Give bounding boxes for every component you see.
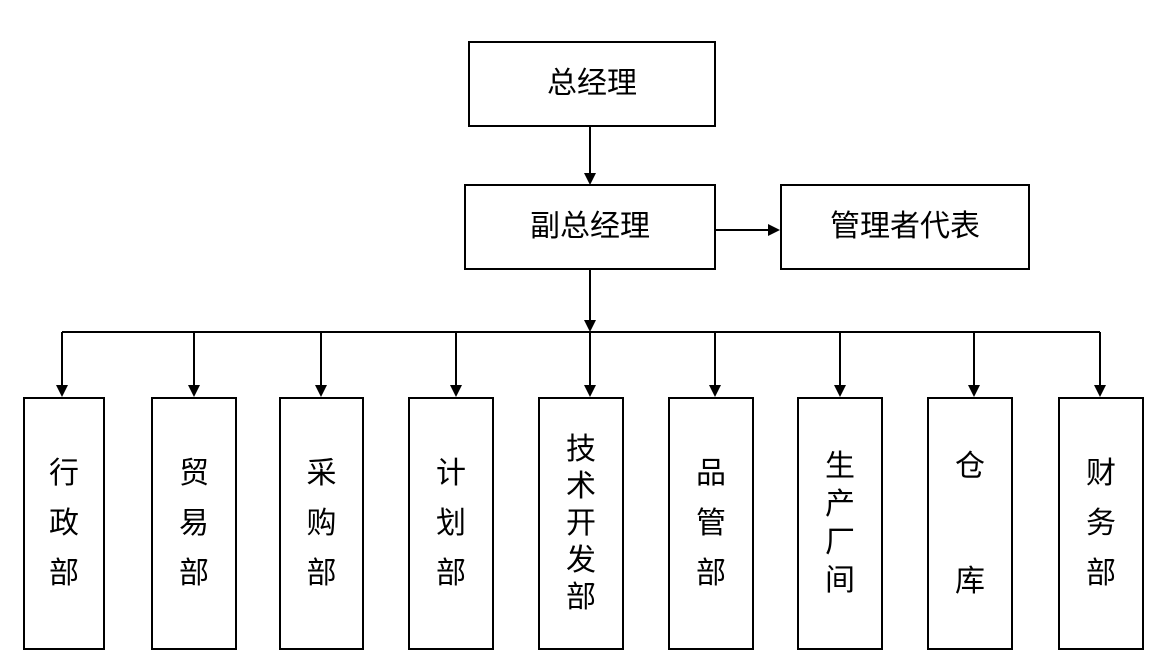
deputy-general-manager-label: 副总经理 — [530, 209, 650, 244]
dept-label-tech-dev: 技 术 开 发 部 — [566, 432, 596, 615]
management-representative-label: 管理者代表 — [830, 209, 980, 244]
dept-label-warehouse: 仓 库 — [955, 448, 985, 599]
dept-label-planning: 计 划 部 — [436, 455, 466, 591]
dept-box-trade: 贸 易 部 — [151, 397, 237, 650]
dept-box-warehouse: 仓 库 — [927, 397, 1013, 650]
dept-box-tech-dev: 技 术 开 发 部 — [538, 397, 624, 650]
dept-box-production: 生 产 厂 间 — [797, 397, 883, 650]
dept-box-quality: 品 管 部 — [668, 397, 754, 650]
dept-box-planning: 计 划 部 — [408, 397, 494, 650]
deputy-general-manager-box: 副总经理 — [464, 184, 716, 270]
management-representative-box: 管理者代表 — [780, 184, 1030, 270]
dept-label-finance: 财 务 部 — [1086, 455, 1116, 591]
dept-label-trade: 贸 易 部 — [179, 455, 209, 591]
dept-box-purchasing: 采 购 部 — [279, 397, 364, 650]
dept-label-production: 生 产 厂 间 — [825, 448, 855, 598]
dept-label-quality: 品 管 部 — [696, 455, 726, 591]
department-arrows — [56, 332, 1106, 397]
dept-label-purchasing: 采 购 部 — [306, 455, 337, 591]
general-manager-label: 总经理 — [547, 66, 637, 101]
dept-label-admin: 行 政 部 — [49, 455, 79, 591]
general-manager-box: 总经理 — [468, 41, 716, 127]
dept-box-finance: 财 务 部 — [1058, 397, 1144, 650]
dept-box-admin: 行 政 部 — [23, 397, 105, 650]
